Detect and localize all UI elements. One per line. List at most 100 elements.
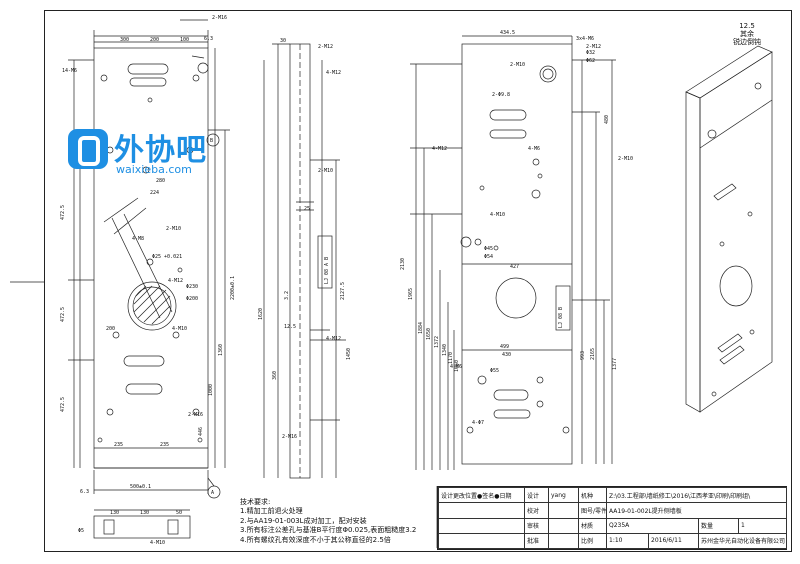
dim-right-1965: 1965 bbox=[408, 288, 414, 300]
right-plate-outline bbox=[461, 43, 573, 465]
left-plate-outline bbox=[93, 47, 209, 469]
dim-left-d1: 472.5 bbox=[60, 205, 66, 220]
dim-right-label: LJ 08 B bbox=[558, 307, 564, 328]
dim-left-d200: Φ200 bbox=[186, 296, 198, 302]
tb-change-row-4 bbox=[438, 532, 525, 550]
dim-right-m10: 2-M10 bbox=[510, 62, 525, 68]
dim-right-d62: Φ62 bbox=[586, 58, 595, 64]
tech-note-4: 4.所有螺纹孔有效深度不小于其公称直径的2.5倍 bbox=[240, 535, 391, 544]
dim-right-427: 427 bbox=[510, 264, 519, 270]
dim-mid-m12a: 2-M12 bbox=[318, 44, 333, 50]
tb-company: 苏州金华光自动化设备有限公司 bbox=[697, 532, 788, 550]
corner-line1: 其余 bbox=[740, 30, 754, 38]
dim-left-thread-top: 2-M16 bbox=[212, 15, 227, 21]
tech-notes-title: 技术要求: bbox=[240, 498, 271, 506]
tech-note-2: 2.与AA19-01-003L成对加工，配对安装 bbox=[240, 516, 367, 525]
dim-left-m6: 14-M6 bbox=[62, 68, 77, 74]
tb-scale-label: 比例 bbox=[578, 532, 607, 550]
dim-bottom-130b: 130 bbox=[140, 510, 149, 516]
dim-bottom-d5: Φ5 bbox=[78, 528, 84, 534]
datum-a: A bbox=[211, 490, 214, 496]
dim-right-1340: 1340 bbox=[442, 344, 448, 356]
tb-change-label: 设计更改位置●签名●日期 bbox=[438, 486, 525, 504]
tb-drawing-label: 图号/零件名 bbox=[578, 502, 607, 519]
drawing-frame bbox=[44, 10, 792, 552]
tb-check-label: 校对 bbox=[524, 502, 549, 519]
dim-right-d7: 4-Φ7 bbox=[472, 420, 484, 426]
dim-left-m8: 4-M8 bbox=[132, 236, 144, 242]
dim-left-200: 200 bbox=[150, 37, 159, 43]
tb-model-path: Z:\03.工程部\墙纸修工\2016\江西孝亚\印刷\印刷组\ bbox=[605, 486, 788, 504]
dim-right-1884: 1884 bbox=[418, 322, 424, 334]
dim-left-ra2: 6.3 bbox=[80, 489, 89, 495]
dim-right-2165: 2165 bbox=[590, 348, 596, 360]
dim-mid-12: 12.5 bbox=[284, 324, 296, 330]
dim-mid-30: 30 bbox=[280, 38, 286, 44]
tb-review-label: 审核 bbox=[524, 517, 549, 534]
dim-right-m12: 2-M12 bbox=[586, 44, 601, 50]
tech-note-1: 1.精加工前退火处理 bbox=[240, 507, 303, 516]
dim-mid-25: 25 bbox=[304, 206, 310, 212]
tb-approve-label: 批准 bbox=[524, 532, 549, 550]
dim-left-total: 2200±0.1 bbox=[230, 276, 236, 300]
dim-right-499: 499 bbox=[500, 344, 509, 350]
title-block: 设计更改位置●签名●日期 设计 yang 机种 Z:\03.工程部\墙纸修工\2… bbox=[437, 486, 788, 550]
dim-right-2130: 2130 bbox=[400, 258, 406, 270]
dim-left-500: 500±0.1 bbox=[130, 484, 151, 490]
dim-right-d45: Φ45 bbox=[484, 246, 493, 252]
watermark-en: waixieba.com bbox=[116, 163, 192, 176]
dim-left-m16b: 2-M16 bbox=[188, 412, 203, 418]
dim-left-1360: 1360 bbox=[218, 344, 224, 356]
tb-drawing-no: AA19-01-002L提升侧墙板 bbox=[605, 502, 788, 519]
dim-right-1650: 1650 bbox=[426, 328, 432, 340]
dim-left-d25: Φ25 +0.021 bbox=[152, 254, 182, 260]
dim-mid-1450: 1450 bbox=[346, 348, 352, 360]
dim-left-d2: 472.5 bbox=[60, 307, 66, 322]
tb-model-label: 机种 bbox=[578, 486, 607, 504]
dim-right-1377: 1377 bbox=[612, 358, 618, 370]
tb-review-value bbox=[548, 517, 579, 534]
dim-mid-m16: 2-M16 bbox=[282, 434, 297, 440]
dim-bottom-m10: 4-M10 bbox=[150, 540, 165, 546]
dim-left-1000: 1000 bbox=[208, 384, 214, 396]
dim-left-ra: 6.3 bbox=[204, 36, 213, 42]
dim-left-m10a: 2-M10 bbox=[166, 226, 181, 232]
dim-mid-ra: 3.2 bbox=[284, 291, 290, 300]
dim-mid-360: 360 bbox=[272, 371, 278, 380]
datum-b: B bbox=[210, 138, 213, 144]
dim-right-m6: 3x4-M6 bbox=[576, 36, 594, 42]
dim-right-m6b: 4-M6 bbox=[450, 364, 462, 370]
dim-mid-2127: 2127.5 bbox=[340, 282, 346, 300]
tb-design-label: 设计 bbox=[524, 486, 549, 504]
dim-right-m12b: 4-M12 bbox=[432, 146, 447, 152]
watermark-logo: 外协吧 waixieba.com bbox=[68, 123, 218, 179]
dim-right-d8: 2-Φ9.8 bbox=[492, 92, 510, 98]
dim-right-480: 480 bbox=[604, 115, 610, 124]
corner-roughness: 12.5 bbox=[739, 22, 755, 30]
dim-right-m6c: 4-M6 bbox=[528, 146, 540, 152]
tb-approve-value bbox=[548, 532, 579, 550]
dim-left-m12: 4-M12 bbox=[168, 278, 183, 284]
tb-date: 2016/6/11 bbox=[648, 532, 699, 550]
tb-designer: yang bbox=[548, 486, 579, 504]
tb-change-row-3 bbox=[438, 517, 525, 534]
dim-left-200b: 200 bbox=[106, 326, 115, 332]
dim-right-1170: 1170 bbox=[448, 352, 454, 364]
tb-material-label: 材质 bbox=[578, 517, 607, 534]
tb-material: Q235A bbox=[606, 517, 699, 534]
dim-left-235a: 235 bbox=[114, 442, 123, 448]
dim-mid-1620: 1620 bbox=[258, 308, 264, 320]
tb-scale: 1:10 bbox=[606, 532, 649, 550]
dim-mid-m12b: 4-M12 bbox=[326, 70, 341, 76]
watermark-badge-icon bbox=[68, 129, 108, 169]
tb-qty: 1 bbox=[737, 517, 788, 534]
dim-right-430: 430 bbox=[502, 352, 511, 358]
tech-notes: 技术要求: 1.精加工前退火处理 2.与AA19-01-003L成对加工，配对安… bbox=[240, 498, 416, 545]
dim-bottom-50: 50 bbox=[176, 510, 182, 516]
tech-note-3: 3.所有标注公差孔与基准B平行度Φ0.025,表面粗糙度3.2 bbox=[240, 526, 417, 535]
dim-left-235b: 235 bbox=[160, 442, 169, 448]
dim-right-m10c: 4-M10 bbox=[490, 212, 505, 218]
dim-left-280: 280 bbox=[156, 178, 165, 184]
